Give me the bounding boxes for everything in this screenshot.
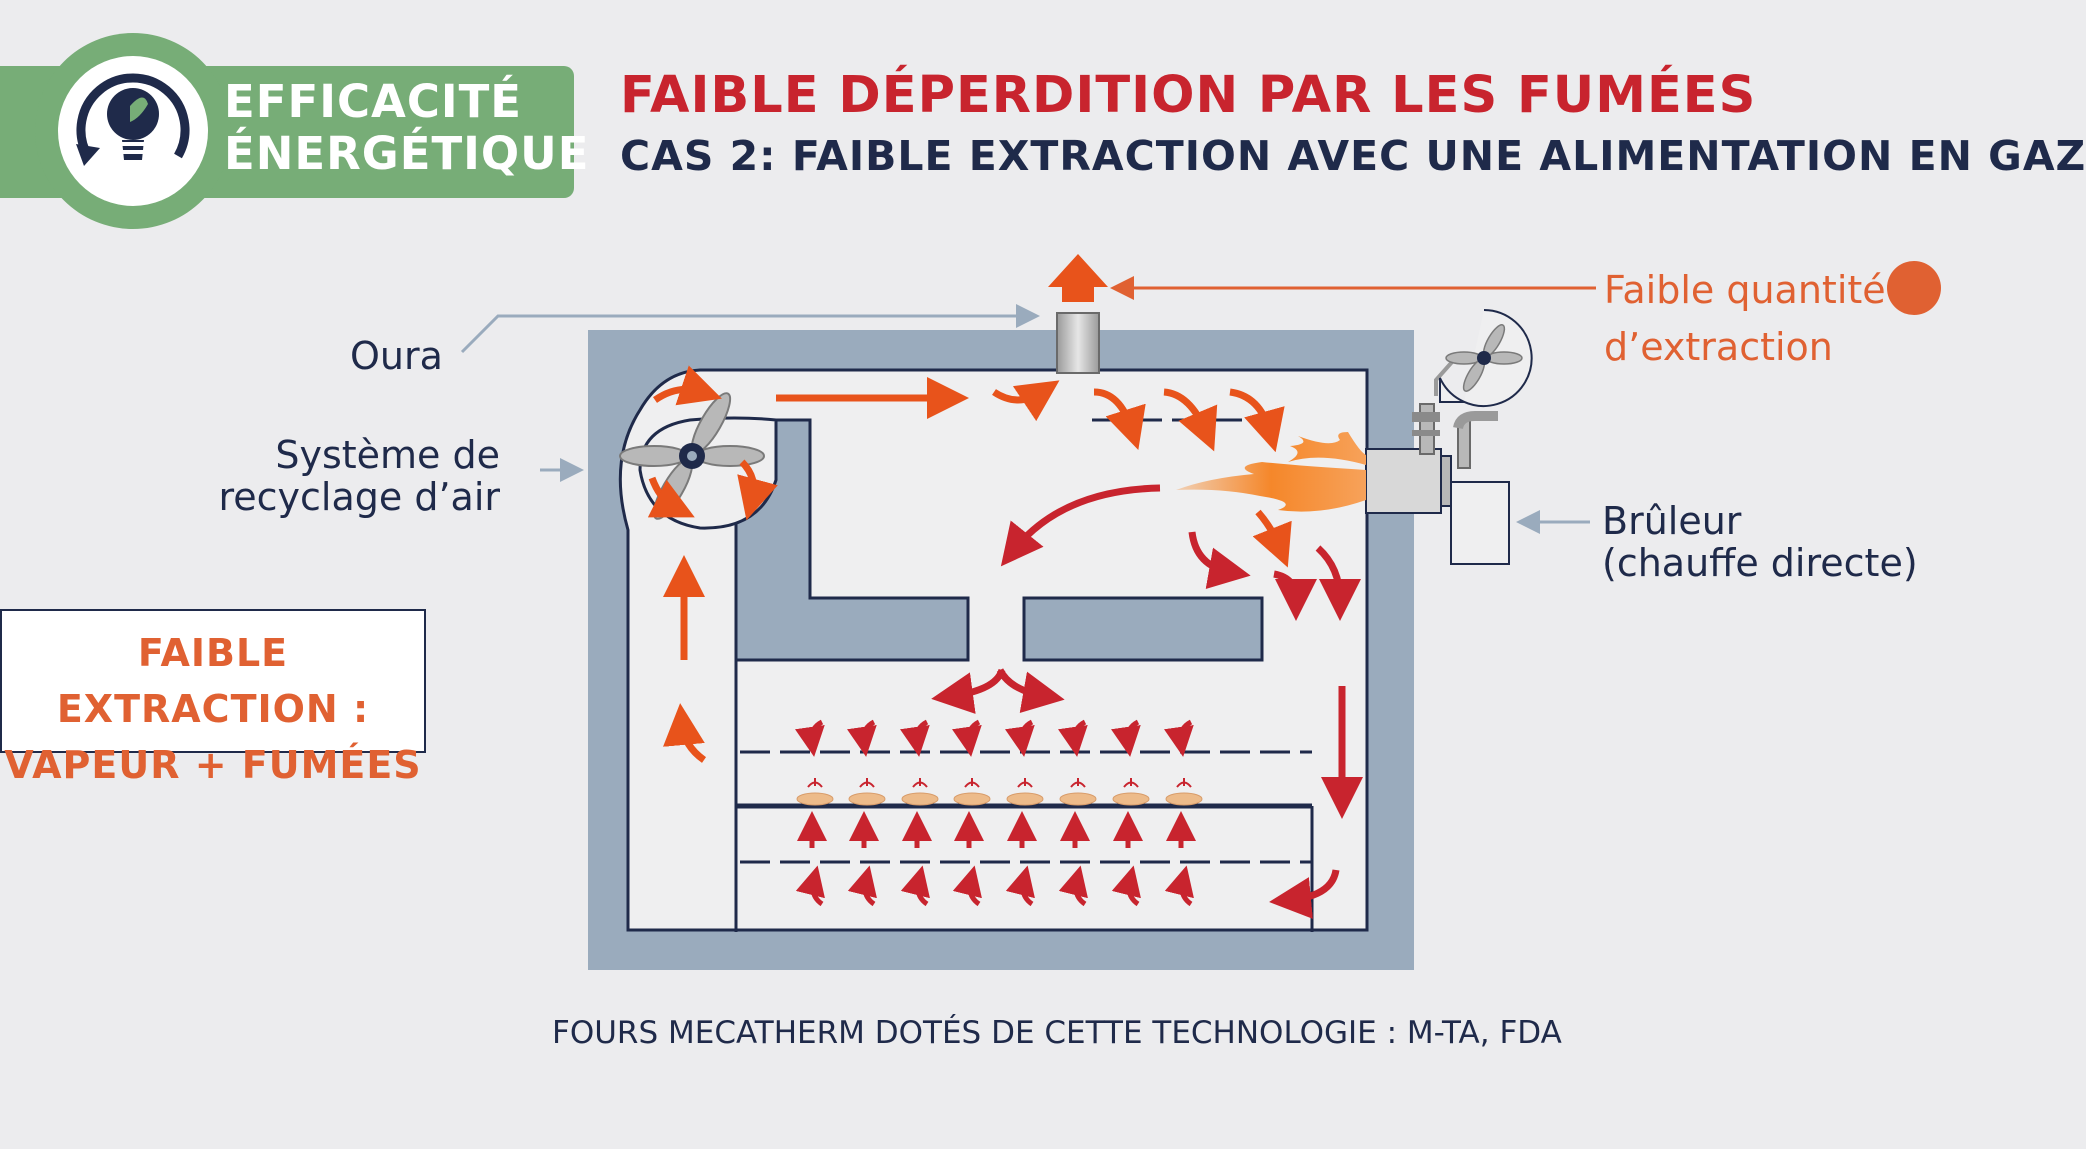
extraction-arrow-icon [1048,254,1108,302]
label-extraction-line-2: d’extraction [1604,325,1833,369]
status-dot-icon [1887,261,1941,315]
label-recycling-line-1: Système de [275,433,500,477]
steam-marks [807,778,1192,788]
flame-icon [1176,432,1366,512]
oura-leader-line [460,304,1040,354]
burner [1365,360,1510,565]
page-title: FAIBLE DÉPERDITION PAR LES FUMÉES [620,66,1757,125]
chimney [1056,312,1100,374]
callout-line-2: VAPEUR + FUMÉES [4,743,422,787]
label-low-extraction: Faible quantité d’extraction [1604,262,1886,376]
callout-line-1: FAIBLE EXTRACTION : [56,631,370,731]
label-recycling-system: Système de recyclage d’air [218,434,500,518]
orange-flow-arrows [647,365,1292,763]
burner-fan-icon [1439,309,1533,407]
badge-line-1: EFFICACITÉ [224,75,523,128]
red-updraft-arrows [795,719,1196,907]
label-recycling-line-2: recyclage d’air [218,475,500,519]
product-items [796,792,1203,806]
badge-label: EFFICACITÉ ÉNERGÉTIQUE [224,76,589,180]
diffuser-block [1022,596,1264,662]
label-extraction-line-1: Faible quantité [1604,268,1886,312]
label-burner-line-1: Brûleur [1602,499,1742,543]
footnote: FOURS MECATHERM DOTÉS DE CETTE TECHNOLOG… [552,1015,1562,1051]
label-burner: Brûleur (chauffe directe) [1602,500,1918,584]
label-oura: Oura [350,334,443,378]
lightbulb-cycle-icon [58,56,208,206]
badge-line-2: ÉNERGÉTIQUE [224,127,590,180]
label-burner-line-2: (chauffe directe) [1602,541,1918,585]
red-flow-arrows [931,484,1363,919]
page-subtitle: CAS 2: FAIBLE EXTRACTION AVEC UNE ALIMEN… [620,132,2086,180]
callout-box: FAIBLE EXTRACTION : VAPEUR + FUMÉES [0,609,426,787]
